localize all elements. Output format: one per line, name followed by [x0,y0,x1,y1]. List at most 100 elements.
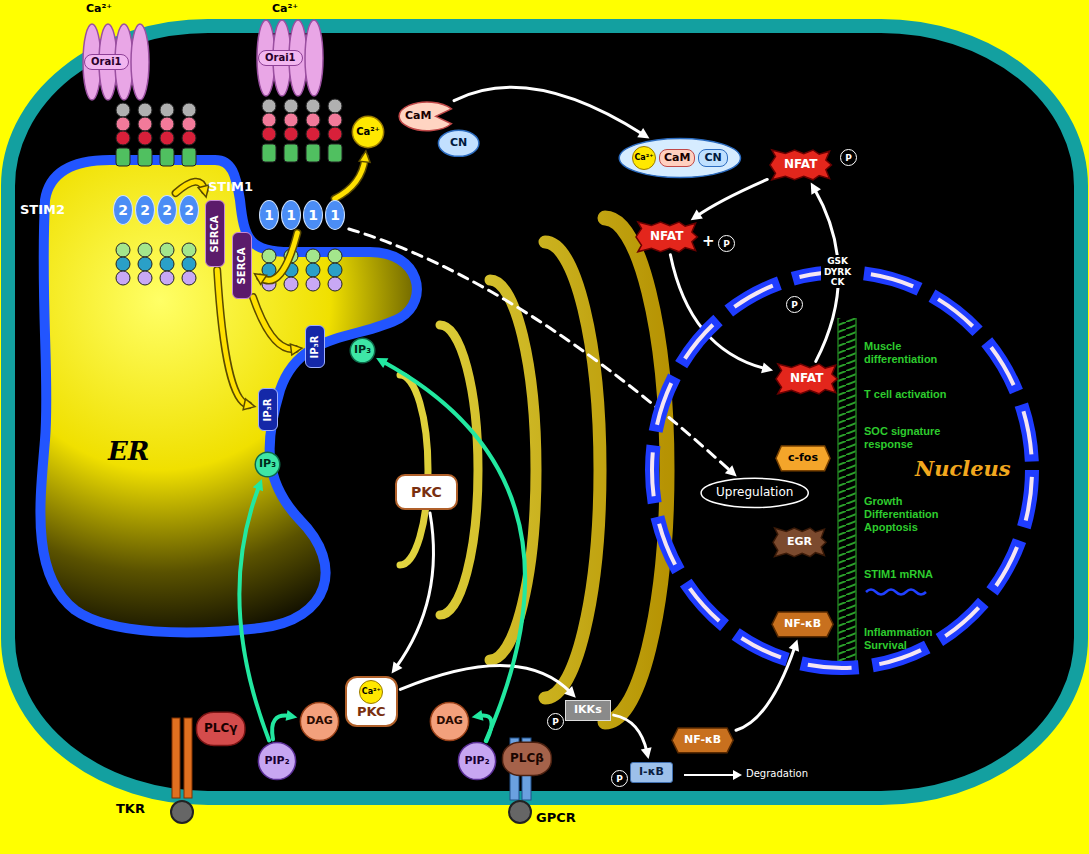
node-text: IP₃R [262,398,274,421]
stim-domain [182,243,196,257]
arrowheads [376,358,388,368]
connector-line [253,297,295,349]
calcium-wave [440,325,478,615]
serca-pump: SERCA [205,200,225,267]
stim-domain [262,249,276,263]
node-text: STIM1 [208,180,253,195]
stim-domain [306,263,320,277]
node-text: Ca²⁺ [359,680,383,704]
node-text: NFAT [784,158,817,172]
node-text: CaM [659,149,695,168]
ellipse-outline [350,338,375,363]
connector [253,297,302,355]
arrowhead [290,344,302,355]
dag-lipid: DAG [300,702,339,741]
plc-beta: PLCβ [502,742,552,776]
domain-number: 1 [303,200,323,230]
stim-domain [116,131,130,145]
stim-domain [138,243,152,257]
c-fos-factor: c-fos [776,446,830,471]
arrowhead [691,210,703,221]
phosphate-circle: P [840,149,857,166]
connector [400,666,575,698]
upregulation-oval: Upregulation [700,478,809,508]
calcium-waves [400,218,667,722]
stim1-oligomer: STIM11111 [258,200,346,230]
node-text: PLCβ [510,752,544,766]
arrowheads [564,686,576,698]
ion-label: Ca²⁺ [272,2,298,15]
receptor-ligand [509,801,531,823]
ellipse-outline [300,702,338,740]
nf-kb-factor: NF-κB [772,612,833,637]
hexagon-outline [672,728,733,753]
connector-line [614,715,647,752]
nfat-protein: NFAT [770,150,831,180]
domain-number: 1 [281,200,301,230]
stim-domain [328,277,342,291]
arrowhead [725,465,737,476]
phosphate-circle: P [718,235,735,252]
arrowhead [761,363,773,374]
nuclear-envelope-inner [652,272,1032,668]
node-text: Nucleus [915,457,1011,481]
connector-casing [253,297,295,349]
stim-domain [160,131,174,145]
stim-domain [116,117,130,131]
stim-domain [182,148,196,166]
gene-target-label: STIM1 mRNA [864,568,979,581]
blob-outline [502,742,551,775]
organelle-label: ER [108,436,149,466]
connector [392,513,434,674]
node-text: NF-κB [684,734,721,747]
mrna-wave [866,590,926,595]
stim-domain [284,113,298,127]
ip3-molecule: IP₃ [255,452,280,477]
hexagon-outline [776,446,830,471]
stim-domain [138,271,152,285]
orai-lobe [305,20,323,96]
node-text: NFAT [650,230,683,244]
stim-domain [306,277,320,291]
connector-line [400,666,571,693]
cell-membrane [8,26,1081,798]
node-text: CN [450,137,467,150]
phosphate-circle: P [547,713,564,730]
connector [272,710,297,739]
ellipse-outline [458,742,495,779]
domain-number: 2 [135,195,155,225]
node-text: EGR [787,536,812,549]
connector [472,710,492,741]
stim-domain [182,257,196,271]
ellipse-outline [619,138,740,177]
node-text: I-κB [639,766,664,779]
stim2-domains [116,103,196,285]
stim-domain [160,103,174,117]
arrowhead [286,710,298,721]
arrowheads [811,182,821,194]
stim-domain [160,257,174,271]
node-text: PLCγ [204,722,237,736]
connector [176,182,209,197]
stim-domain [182,103,196,117]
arrowhead [255,274,267,285]
nfat-protein: NFAT [776,364,837,394]
star-outline [636,222,697,252]
arrowheads [290,344,302,355]
stim-domain [328,127,342,141]
egr-factor: EGR [773,528,826,557]
node-text: Orai1 [265,52,296,64]
endoplasmic-reticulum [40,160,416,632]
connector [239,479,269,741]
nuclear-envelope [652,272,1032,668]
arrowhead [359,151,370,163]
node-text: IP₃ [259,458,276,471]
arrowhead [198,185,209,197]
receptor-helix [172,718,180,798]
pip2-lipid: PIP₂ [258,742,296,780]
node-text: SERCA [236,247,248,284]
node-text: Ca²⁺ [632,146,656,170]
node-text: DAG [436,715,463,728]
ikb-inhibitor: I-κB [630,762,673,783]
